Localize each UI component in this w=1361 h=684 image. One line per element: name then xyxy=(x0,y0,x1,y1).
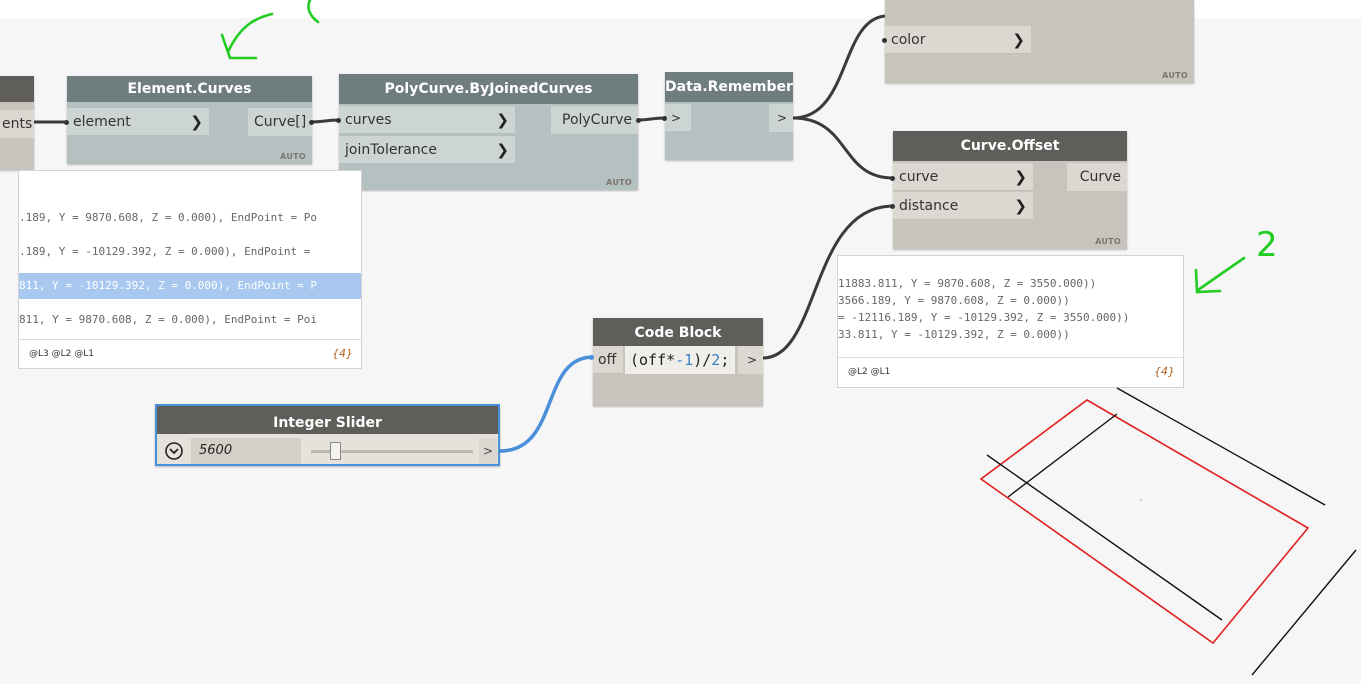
port-label: color xyxy=(891,32,926,48)
chevron-right-icon: ❯ xyxy=(496,111,509,129)
node-title: Code Block xyxy=(593,318,763,346)
wire-codeblock-to-distance xyxy=(762,204,894,360)
slider-value-field[interactable]: 5600 xyxy=(191,438,301,464)
annotation-arrow-1 xyxy=(220,0,320,60)
chevron-down-circle-icon xyxy=(165,442,183,460)
slider-output-port[interactable]: > xyxy=(479,438,497,464)
port-dot xyxy=(636,118,641,123)
input-port-color[interactable]: color ❯ xyxy=(885,26,1031,54)
item-count: {4} xyxy=(1154,365,1175,378)
node-title: Element.Curves xyxy=(67,76,312,102)
code-block-node[interactable]: Code Block off (off*-1)/2; > xyxy=(593,318,763,406)
output-port[interactable]: > xyxy=(738,346,763,374)
code-text: )/ xyxy=(693,351,712,369)
chevron-right-icon: ❯ xyxy=(1012,31,1025,49)
annotation-arrow-2 xyxy=(1194,256,1246,294)
preview-line: 3566.189, Y = 9870.608, Z = 0.000)) xyxy=(838,294,1070,307)
input-port[interactable]: > xyxy=(665,104,691,132)
red-rectangle-curve xyxy=(979,399,1310,645)
offset-curve xyxy=(1251,549,1357,676)
output-port-curve[interactable]: Curve xyxy=(1067,163,1127,191)
preview-footer: @L3 @L2 @L1 {4} xyxy=(19,339,361,368)
port-label: element xyxy=(73,114,131,130)
code-editor[interactable]: (off*-1)/2; xyxy=(625,346,735,374)
partial-node-left[interactable]: ents xyxy=(0,76,34,170)
chevron-right-icon: ❯ xyxy=(190,113,203,131)
code-text: ; xyxy=(720,351,730,369)
chevron-right-icon: ❯ xyxy=(1014,168,1027,186)
lacing-label: AUTO xyxy=(1095,237,1121,246)
lacing-label: AUTO xyxy=(606,178,632,187)
output-port[interactable]: > xyxy=(769,104,793,132)
wire-slider-to-codeblock xyxy=(499,355,594,453)
preview-line: 33.811, Y = -10129.392, Z = 0.000)) xyxy=(838,328,1070,341)
integer-slider-node[interactable]: Integer Slider 5600 > xyxy=(155,404,500,466)
offset-curve xyxy=(1007,413,1118,498)
port-label: distance xyxy=(899,198,959,214)
input-port-curve[interactable]: curve ❯ xyxy=(893,163,1033,191)
preview-footer: @L2 @L1 {4} xyxy=(838,357,1183,386)
code-number: 2 xyxy=(711,351,721,369)
watch-preview-right[interactable]: 11883.811, Y = 9870.608, Z = 3550.000)) … xyxy=(837,255,1184,388)
wire-remember-to-curve xyxy=(792,116,894,180)
port-dot xyxy=(309,120,314,125)
lacing-label: AUTO xyxy=(280,152,306,161)
port-dot xyxy=(890,204,895,209)
annotation-number-2: 2 xyxy=(1256,225,1278,265)
preview-line-selected: 811, Y = -10129.392, Z = 0.000), EndPoin… xyxy=(19,273,361,299)
input-port-distance[interactable]: distance ❯ xyxy=(893,192,1033,220)
expand-button[interactable] xyxy=(161,440,187,462)
element-curves-node[interactable]: Element.Curves element ❯ Curve[] AUTO xyxy=(67,76,312,164)
input-port-curves[interactable]: curves ❯ xyxy=(339,106,515,134)
preview-line: 11883.811, Y = 9870.608, Z = 3550.000)) xyxy=(838,277,1097,290)
preview-line: .189, Y = -10129.392, Z = 0.000), EndPoi… xyxy=(19,245,311,258)
curve-offset-node[interactable]: Curve.Offset curve ❯ distance ❯ Curve AU… xyxy=(893,131,1127,249)
output-port-curves[interactable]: Curve[] xyxy=(248,108,312,136)
preview-line: 811, Y = 9870.608, Z = 0.000), EndPoint … xyxy=(19,313,318,326)
port-dot xyxy=(336,118,341,123)
port-label: curve xyxy=(899,169,939,185)
slider-track[interactable] xyxy=(311,450,473,453)
list-levels: @L2 @L1 xyxy=(848,367,891,377)
output-port-polycurve[interactable]: PolyCurve xyxy=(551,106,638,134)
input-port-jointolerance[interactable]: joinTolerance ❯ xyxy=(339,136,515,164)
partial-node-top-right[interactable]: color ❯ AUTO xyxy=(885,0,1194,83)
port-dot xyxy=(882,38,887,43)
input-port-off[interactable]: off xyxy=(593,346,623,374)
lacing-label: AUTO xyxy=(1162,71,1188,80)
data-remember-node[interactable]: Data.Remember > > xyxy=(665,72,793,160)
list-levels: @L3 @L2 @L1 xyxy=(29,349,94,359)
preview-line: .189, Y = 9870.608, Z = 0.000), EndPoint… xyxy=(19,211,318,224)
offset-curve xyxy=(1116,387,1326,506)
node-title: Data.Remember xyxy=(665,72,793,102)
port-label: curves xyxy=(345,112,392,128)
wire-remember-to-color xyxy=(792,14,886,120)
node-title: Integer Slider xyxy=(157,406,498,434)
preview-line: = -12116.189, Y = -10129.392, Z = 3550.0… xyxy=(838,311,1130,324)
node-title: PolyCurve.ByJoinedCurves xyxy=(339,74,638,104)
code-text: (off* xyxy=(630,351,676,369)
port-dot xyxy=(662,116,667,121)
node-title: Curve.Offset xyxy=(893,131,1127,161)
code-number: -1 xyxy=(675,351,694,369)
slider-thumb[interactable] xyxy=(330,442,342,460)
chevron-right-icon: ❯ xyxy=(496,141,509,159)
port-dot-selected xyxy=(589,355,594,360)
origin-point xyxy=(1140,499,1142,501)
port-label: joinTolerance xyxy=(345,142,437,158)
port-dot xyxy=(890,176,895,181)
item-count: {4} xyxy=(332,347,353,360)
partial-node-output-port[interactable]: ents xyxy=(0,110,34,138)
input-port-element[interactable]: element ❯ xyxy=(67,108,209,136)
polycurve-node[interactable]: PolyCurve.ByJoinedCurves curves ❯ joinTo… xyxy=(339,74,638,190)
chevron-right-icon: ❯ xyxy=(1014,197,1027,215)
partial-node-header xyxy=(0,76,34,102)
watch-preview-left[interactable]: .189, Y = 9870.608, Z = 0.000), EndPoint… xyxy=(18,170,362,369)
port-dot xyxy=(64,120,69,125)
